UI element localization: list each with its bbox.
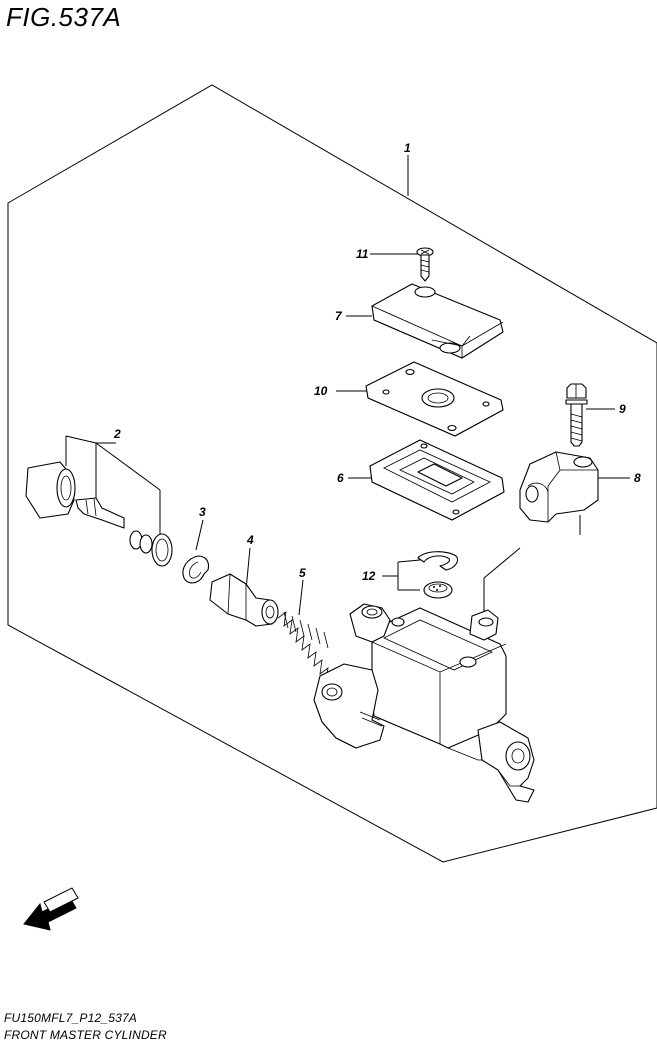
- master-cylinder-body: [313, 603, 535, 803]
- callout-2: 2: [113, 427, 121, 441]
- callout-3: 3: [199, 505, 206, 519]
- part-4-piston-assembly: [209, 573, 279, 627]
- callout-4: 4: [246, 533, 254, 547]
- part-5-spring: [277, 611, 329, 681]
- assembly-boundary: [7, 84, 657, 863]
- callout-6: 6: [337, 471, 344, 485]
- callout-7: 7: [335, 309, 343, 323]
- part-3-circlip: [182, 555, 210, 584]
- leader-lines: [65, 155, 630, 616]
- footer-name: FRONT MASTER CYLINDER: [4, 1028, 167, 1042]
- figure-title: FIG.537A: [6, 2, 122, 32]
- part-10-diaphragm-plate: [365, 361, 504, 437]
- callout-11: 11: [356, 247, 369, 261]
- fwd-direction-arrow: FWD: [23, 887, 79, 931]
- callout-1: 1: [404, 141, 411, 155]
- callout-9: 9: [619, 402, 626, 416]
- callout-12: 12: [362, 569, 376, 583]
- callout-5: 5: [299, 566, 306, 580]
- part-6-diaphragm: [369, 439, 505, 521]
- part-7-reservoir-cap: [371, 283, 504, 359]
- callout-10: 10: [314, 384, 328, 398]
- callout-labels: 1 2 3 4 5 6 7 8 9 10 11 12: [113, 141, 641, 583]
- part-2-piston-set: [25, 461, 173, 567]
- part-11-screw: [416, 247, 434, 282]
- part-8-clamp-holder: [519, 451, 599, 523]
- part-9-bolt: [565, 383, 588, 447]
- part-12-seal-set: [417, 551, 459, 599]
- footer-code: FU150MFL7_P12_537A: [4, 1011, 138, 1025]
- callout-8: 8: [634, 471, 641, 485]
